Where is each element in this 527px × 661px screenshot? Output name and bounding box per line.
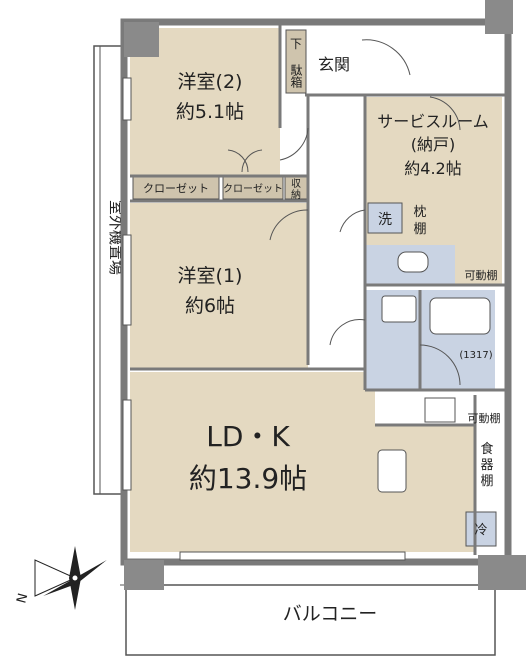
- closet-left-label: クローゼット: [143, 182, 209, 195]
- outdoor-unit-area: 室外機置場: [93, 45, 125, 495]
- western-room-2-name: 洋室(2): [178, 71, 243, 93]
- cupboard-label-3: 棚: [480, 474, 493, 489]
- balcony: バルコニー: [120, 584, 500, 656]
- sink-icon: [381, 295, 417, 323]
- western-room-1-area: [130, 203, 308, 368]
- western-room-2-size: 約5.1帖: [176, 101, 244, 123]
- service-room-name: サービスルーム: [377, 112, 489, 131]
- movable-shelf-toilet-label: 可動棚: [465, 268, 498, 282]
- stove-icon: [424, 397, 456, 423]
- bathtub-icon: [429, 297, 491, 335]
- ldk-name: LD・K: [206, 420, 290, 453]
- fridge-spot: [465, 511, 497, 547]
- toilet-icon: [397, 251, 429, 273]
- kitchen-sink-icon: [377, 449, 407, 493]
- closet-right-label: クローゼット: [223, 183, 283, 195]
- service-room-sub: (納戸): [411, 135, 456, 154]
- linen-bottom-label: 棚: [413, 222, 426, 237]
- western-room-1-name: 洋室(1): [178, 265, 243, 287]
- shoe-box-top: 下: [290, 37, 302, 51]
- linen-top-label: 枕: [413, 205, 426, 220]
- storage-top-label: 収: [291, 178, 301, 190]
- windows: [122, 77, 406, 561]
- corner-columns: [124, 0, 526, 590]
- ldk-size: 約13.9帖: [189, 462, 307, 495]
- cupboard-label-2: 器: [480, 458, 493, 473]
- washer-spot: [367, 202, 403, 234]
- compass-icon: N: [14, 546, 107, 610]
- washer-label: 洗: [378, 212, 392, 228]
- service-room-size: 約4.2帖: [404, 159, 461, 178]
- storage-bottom-label: 納: [291, 188, 301, 201]
- fridge-label: 冷: [474, 523, 487, 538]
- balcony-label: バルコニー: [283, 603, 378, 625]
- cupboard-label-1: 食: [480, 441, 493, 457]
- entrance-label: 玄関: [318, 55, 350, 74]
- movable-shelf-kitchen-label: 可動棚: [468, 411, 501, 425]
- shoe-box: [285, 29, 307, 94]
- western-room-1-size: 約6帖: [185, 295, 235, 317]
- interior-walls: [130, 25, 505, 555]
- bath-size-label: (1317): [459, 350, 492, 361]
- doors: [227, 39, 461, 386]
- shoe-box-bottom: 駄箱: [289, 63, 303, 88]
- ldk-area: [130, 372, 375, 552]
- compass-north-label: N: [14, 592, 31, 605]
- fixtures: [377, 251, 491, 493]
